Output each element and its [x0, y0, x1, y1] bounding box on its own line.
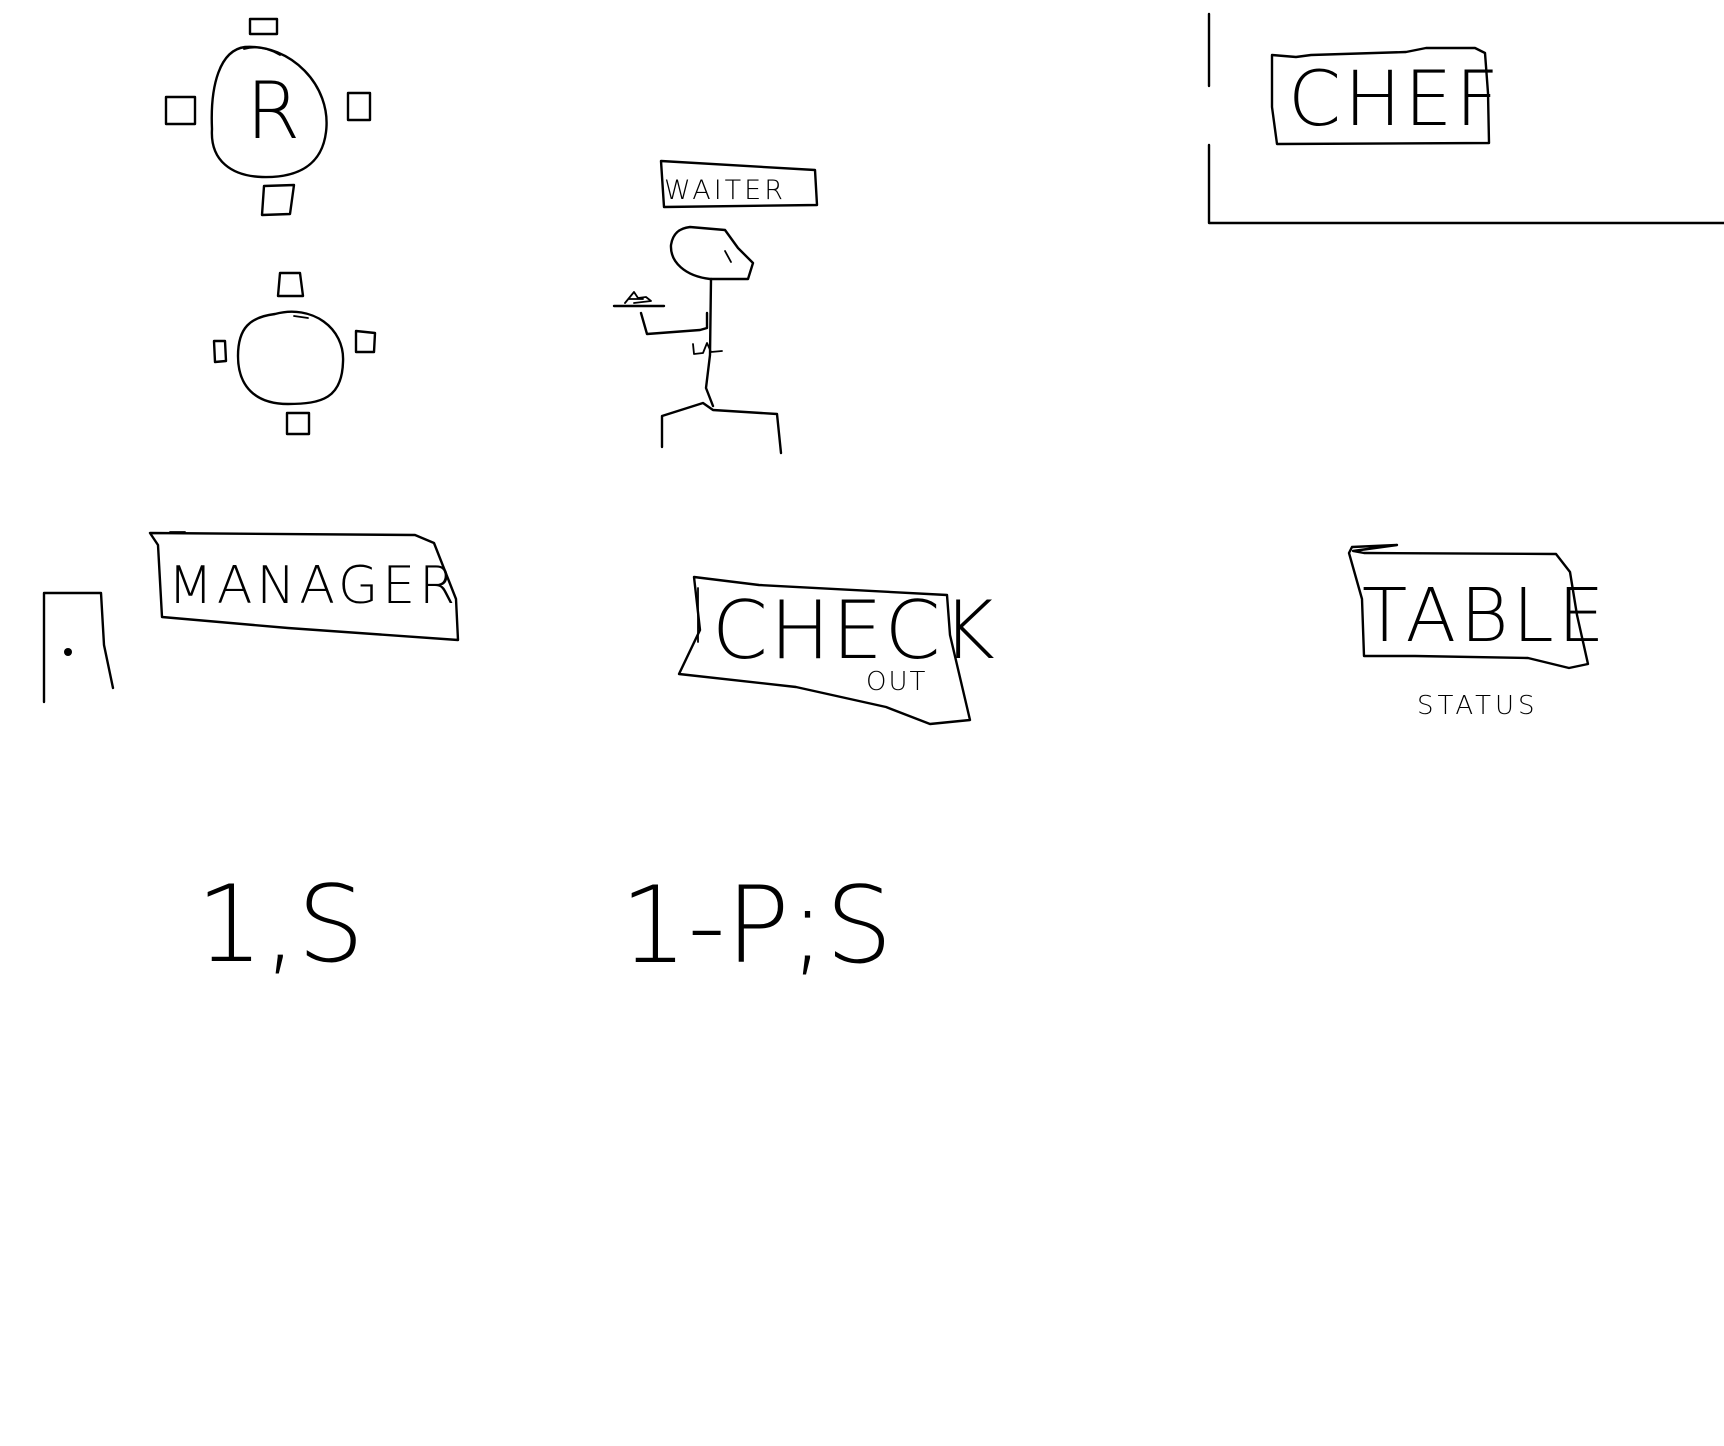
- manager-label: MANAGER: [168, 556, 459, 616]
- manager-box-outline: [148, 531, 460, 642]
- door-knob: [64, 648, 72, 656]
- waiter-legs: [660, 401, 783, 455]
- waiter-head-accent: [724, 250, 732, 263]
- kitchen-wall-bottom: [1207, 143, 1724, 225]
- door-icon[interactable]: [42, 591, 115, 704]
- waiter-figure-icon[interactable]: [612, 225, 783, 455]
- free-table-icon[interactable]: [212, 271, 377, 436]
- checkout-box-outline: [677, 575, 972, 726]
- checkout-sublabel: OUT: [866, 667, 927, 697]
- waiter-label: WAITER: [664, 175, 786, 206]
- note-right: 1-P;S: [620, 864, 893, 987]
- manager-label-box[interactable]: MANAGER: [148, 531, 460, 642]
- waiter-arm: [639, 311, 709, 336]
- table-top-accent: [243, 46, 281, 56]
- chair-top: [276, 271, 305, 298]
- kitchen-corner-icon: [1207, 12, 1724, 225]
- chair-bottom: [285, 411, 311, 436]
- chair-bottom: [260, 183, 296, 217]
- table-box-outline: [1347, 543, 1590, 670]
- table-status-label-box[interactable]: TABLE STATUS: [1347, 543, 1609, 721]
- chair-right: [346, 91, 372, 122]
- reserved-label: R: [246, 67, 300, 157]
- waiter-label-box[interactable]: WAITER: [659, 159, 819, 209]
- chair-left: [164, 95, 197, 126]
- table-top-accent: [293, 315, 309, 319]
- table-sublabel: STATUS: [1417, 691, 1539, 721]
- note-left-text: 1,S: [196, 863, 364, 986]
- waiter-head: [669, 225, 755, 281]
- note-left: 1,S: [196, 863, 364, 986]
- waiter-hand-squiggle: [692, 342, 723, 355]
- checkout-label: CHECK: [712, 584, 997, 677]
- chef-label: CHEF: [1288, 54, 1502, 143]
- tray-items: [624, 291, 652, 304]
- note-right-text: 1-P;S: [620, 864, 893, 987]
- chair-left: [212, 339, 228, 364]
- door-frame: [42, 591, 115, 704]
- chef-label-box[interactable]: CHEF: [1270, 46, 1502, 146]
- chair-right: [354, 329, 377, 354]
- chef-box-outline: [1270, 46, 1491, 146]
- waiter-body: [704, 277, 715, 408]
- table-top-circle: [210, 45, 328, 179]
- waiter-box-outline: [659, 159, 819, 209]
- checkout-label-box[interactable]: CHECK OUT: [677, 575, 997, 726]
- table-top-circle: [236, 310, 345, 406]
- reserved-table-icon[interactable]: R: [164, 17, 372, 217]
- table-label: TABLE: [1362, 573, 1609, 659]
- chair-top: [248, 17, 279, 36]
